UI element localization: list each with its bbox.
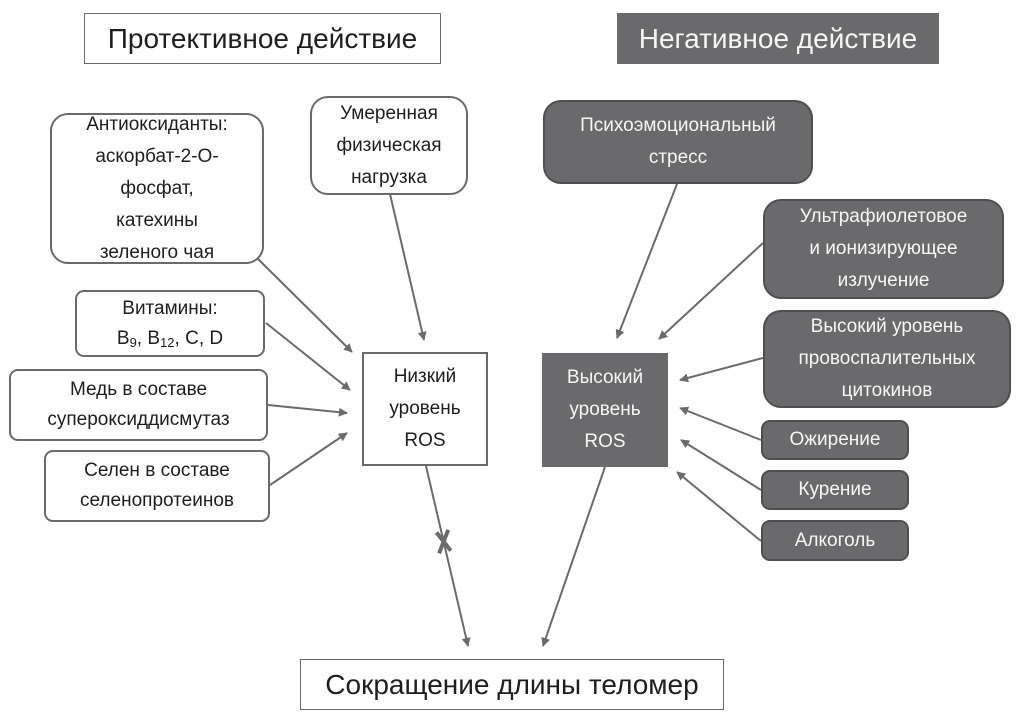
- arrow-smoking-to-high_ros: [680, 439, 762, 491]
- vitamins-node: Витамины: B9, B12, C, D: [75, 290, 265, 357]
- negative-action-label: Негативное действие: [638, 22, 918, 54]
- arrow-antioxidants-to-low_ros: [256, 257, 353, 353]
- negative-action-header: Негативное действие: [617, 13, 939, 64]
- cytokines-node: Высокий уровень провоспалительных цитоки…: [763, 310, 1011, 408]
- arrow-vitamins-to-low_ros: [265, 322, 351, 391]
- arrow-stress-to-high_ros: [615, 183, 678, 339]
- arrow-exercise-to-low_ros: [389, 193, 427, 341]
- telomere-shortening-label: Сокращение длины теломер: [325, 668, 699, 700]
- vitamin-item: D: [209, 327, 224, 349]
- radiation-node: Ультрафиолетовое и ионизирующее излучени…: [763, 199, 1004, 299]
- antioxidants-node: Антиоксиданты: аскорбат-2-О- фосфат, кат…: [50, 113, 264, 264]
- arrow-selenium-to-low_ros: [269, 432, 348, 486]
- high-ros-label: Высокий уровень ROS: [566, 367, 644, 452]
- alcohol-node: Алкоголь: [761, 520, 909, 561]
- obesity-node: Ожирение: [761, 420, 909, 460]
- selenium-label: Селен в составе селенопротеинов: [80, 460, 234, 511]
- copper-node: Медь в составе супероксиддисмутаз: [9, 369, 268, 441]
- arrow-high_ros-to-outcome: [541, 466, 606, 647]
- low-ros-node: Низкий уровень ROS: [362, 352, 488, 466]
- obesity-label: Ожирение: [789, 429, 881, 450]
- arrow-cytokines-to-high_ros: [679, 357, 764, 383]
- low-ros-label: Низкий уровень ROS: [389, 366, 461, 451]
- protective-action-header: Протективное действие: [84, 13, 441, 64]
- vitamin-item: B12: [147, 327, 175, 350]
- telomere-shortening-node: Сокращение длины теломер: [300, 659, 724, 710]
- alcohol-label: Алкоголь: [794, 529, 876, 551]
- blocked-x-icon: [434, 529, 453, 555]
- arrow-low_ros-to-outcome: [425, 465, 471, 647]
- vitamin-item: C: [185, 327, 199, 349]
- stress-node: Психоэмоциональный стресс: [543, 100, 813, 184]
- smoking-node: Курение: [761, 470, 909, 510]
- cytokines-label: Высокий уровень провоспалительных цитоки…: [798, 316, 976, 401]
- vitamins-list: B9, B12, C, D: [116, 327, 224, 350]
- smoking-label: Курение: [798, 479, 872, 500]
- exercise-label: Умеренная физическая нагрузка: [336, 102, 442, 188]
- vitamin-item: B9: [116, 327, 137, 350]
- stress-label: Психоэмоциональный стресс: [580, 115, 776, 168]
- high-ros-node: Высокий уровень ROS: [542, 353, 668, 467]
- antioxidants-label: Антиоксиданты: аскорбат-2-О- фосфат, кат…: [86, 113, 228, 263]
- arrow-radiation-to-high_ros: [658, 242, 764, 340]
- exercise-node: Умеренная физическая нагрузка: [310, 96, 468, 195]
- arrow-obesity-to-high_ros: [679, 406, 762, 441]
- selenium-node: Селен в составе селенопротеинов: [44, 450, 270, 522]
- protective-action-label: Протективное действие: [107, 22, 418, 54]
- arrow-copper-to-low_ros: [267, 404, 348, 417]
- radiation-label: Ультрафиолетовое и ионизирующее излучени…: [799, 206, 968, 291]
- vitamins-title: Витамины:: [122, 297, 218, 319]
- arrow-alcohol-to-high_ros: [676, 471, 762, 542]
- copper-label: Медь в составе супероксиддисмутаз: [47, 379, 230, 430]
